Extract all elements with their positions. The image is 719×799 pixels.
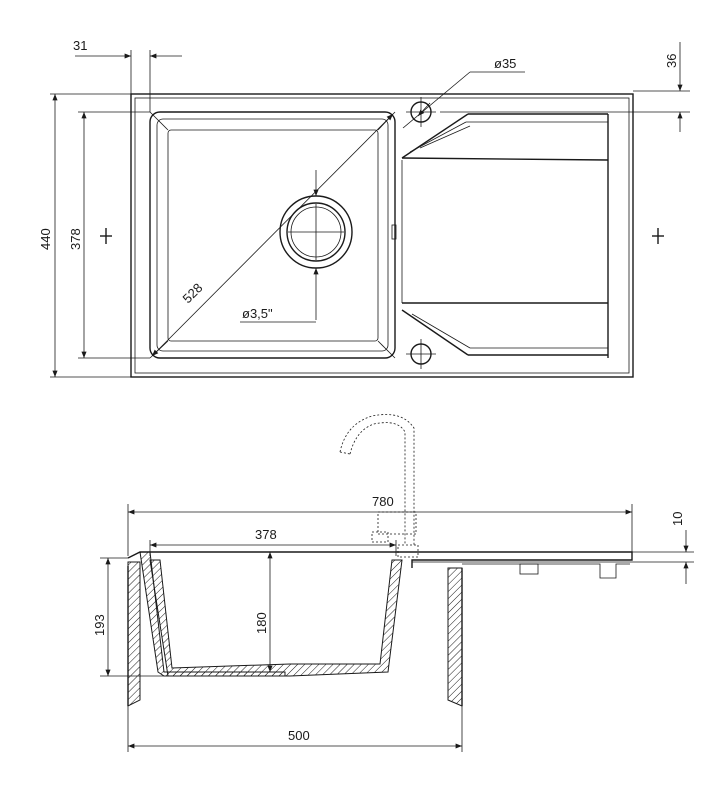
dim-378-top: 378 [68,228,83,250]
drain [240,170,353,323]
dim-10: 10 [670,512,685,526]
side-view: 780 378 10 193 180 500 [92,414,694,752]
dim-378-side: 378 [255,527,277,542]
dim-528: 528 [180,280,206,306]
sink-slab [127,551,633,568]
dim-35: ø35 [494,56,516,71]
dim-35in: ø3,5" [242,306,273,321]
section-marker-left [100,228,112,244]
top-view: 528 ø3,5" [38,38,690,378]
dim-31: 31 [73,38,87,53]
dim-180: 180 [254,612,269,634]
dim-36: 36 [664,54,679,68]
faucet [339,414,419,558]
section-marker-right [652,228,664,244]
tap-hole-top [406,97,436,127]
sink-outline [130,93,634,378]
dim-193: 193 [92,614,107,636]
dim-500: 500 [288,728,310,743]
tap-hole-bottom [406,339,436,369]
dim-440: 440 [38,228,53,250]
dim-780: 780 [372,494,394,509]
diagonal-dimension-line [151,113,394,357]
drainboard-top [401,113,609,358]
